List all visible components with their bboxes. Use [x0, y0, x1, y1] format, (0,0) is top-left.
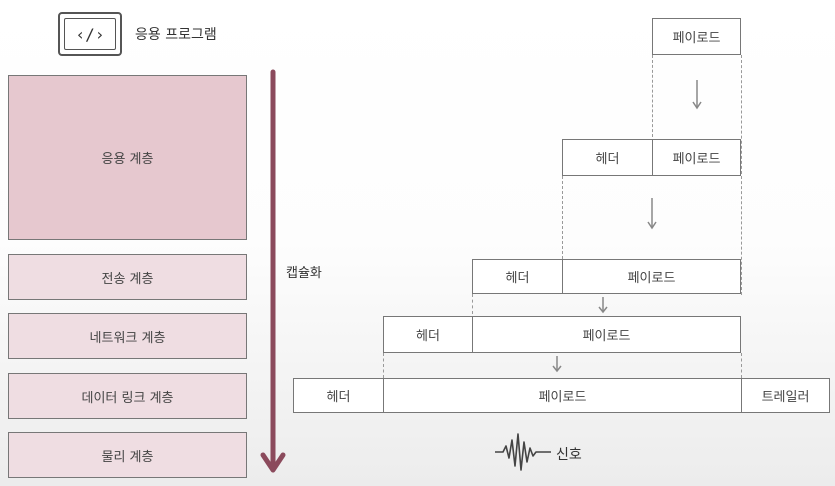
guide-line — [741, 55, 742, 295]
network-payload: 페이로드 — [562, 259, 741, 294]
waveform-icon — [495, 433, 551, 471]
down-arrow-icon — [647, 198, 657, 230]
physical-layer: 물리 계층 — [8, 432, 247, 478]
link-trailer: 트레일러 — [741, 378, 830, 413]
link-header: 헤더 — [293, 378, 384, 413]
network-header: 헤더 — [472, 259, 563, 294]
signal-label: 신호 — [556, 447, 582, 463]
encapsulation-label: 캡슐화 — [286, 266, 322, 281]
transport-layer: 전송 계층 — [8, 254, 247, 300]
code-icon: ‹/› — [58, 12, 122, 56]
internet-header: 헤더 — [383, 316, 473, 353]
guide-line — [472, 294, 473, 314]
guide-line — [652, 55, 653, 137]
guide-line — [741, 353, 742, 378]
internet-payload: 페이로드 — [472, 316, 741, 353]
link-payload: 페이로드 — [383, 378, 742, 413]
app-payload: 페이로드 — [652, 18, 741, 55]
app-program-label: 응용 프로그램 — [135, 27, 217, 43]
transport-payload: 페이로드 — [652, 139, 741, 176]
guide-line — [383, 353, 384, 378]
encapsulation-arrow — [260, 69, 286, 473]
transport-header: 헤더 — [562, 139, 653, 176]
application-layer: 응용 계층 — [8, 75, 247, 240]
down-arrow-icon — [598, 297, 608, 314]
down-arrow-icon — [692, 80, 702, 110]
network-layer: 네트워크 계층 — [8, 313, 247, 359]
down-arrow-icon — [552, 356, 562, 373]
data-link-layer: 데이터 링크 계층 — [8, 373, 247, 419]
guide-line — [562, 176, 563, 259]
